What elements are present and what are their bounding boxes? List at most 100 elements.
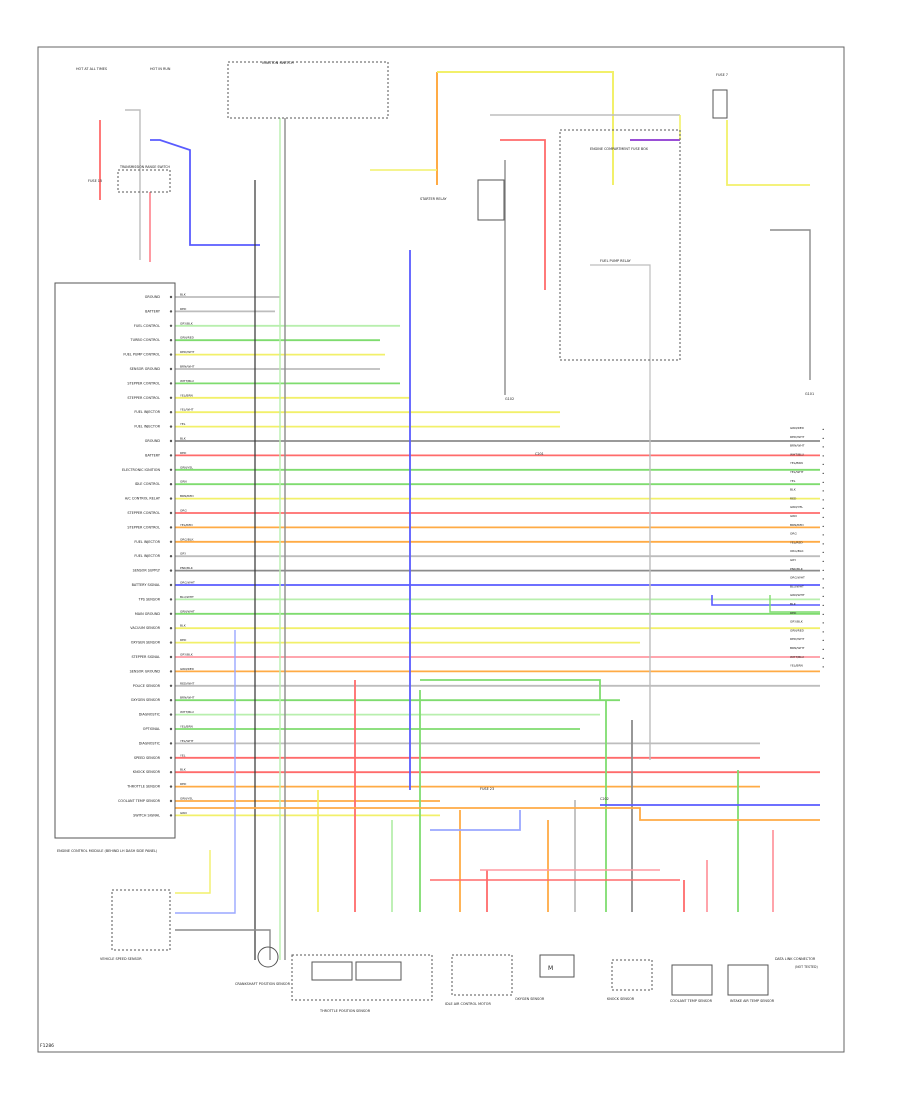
ecu-pin-label: KNOCK SENSOR (133, 770, 161, 774)
terminal-color-label: GRY/BLK (790, 620, 804, 624)
signal-wire (420, 679, 601, 700)
ecu-pin-label: STEPPER CONTROL (127, 396, 160, 400)
ecu-pin (169, 655, 173, 659)
signal-wire (430, 810, 521, 831)
terminal-color-label: GRN (790, 514, 797, 518)
wire-color-label: GRY (180, 552, 186, 556)
ecu-pin-label: STEPPER CONTROL (127, 381, 160, 385)
knock-sensor-label: KNOCK SENSOR (607, 997, 635, 1001)
connector-c201-label: C201 (535, 452, 544, 456)
terminal-color-label: RED/WHT (790, 637, 805, 641)
intake-air-temp-sensor-label: INTAKE AIR TEMP SENSOR (730, 999, 775, 1003)
wire-color-label: WHT/BLU (180, 379, 194, 383)
terminal-color-label: BLK (790, 488, 797, 492)
wire-color-label: PNK/BLK (180, 566, 194, 570)
terminal-dot: • (822, 621, 824, 626)
terminal-color-label: YEL/BRN (790, 461, 803, 465)
ecu-pin (169, 555, 173, 558)
ecu-pin-label: IDLE CONTROL (135, 482, 160, 486)
fuse-15-label: FUSE 15 (88, 179, 102, 183)
ecu-pin-label: FUEL CONTROL (134, 324, 160, 328)
terminal-dot: • (822, 506, 824, 511)
signal-wire (769, 595, 820, 613)
ecu-pin (169, 425, 173, 428)
hot-at-all-times-label: HOT AT ALL TIMES (76, 67, 107, 71)
terminal-color-label: GRN/WHT (790, 593, 805, 597)
ecu-pin-label: FUEL INJECTOR (134, 410, 160, 414)
terminal-color-label: ORG (790, 532, 797, 536)
ecu-pin-label: SENSOR GROUND (130, 669, 161, 673)
ecu-pin (169, 684, 173, 687)
throttle-position-sensor (291, 954, 433, 1001)
ecu-pin-label: GROUND (145, 439, 161, 443)
ecu-pin (169, 713, 173, 716)
ecu-pin (169, 583, 173, 587)
ecu-pin (169, 439, 173, 443)
idle-air-control-motor (451, 954, 513, 996)
ecu-pin (169, 785, 173, 788)
fuse-box-label: ENGINE COMPARTMENT FUSE BOX (590, 147, 649, 151)
terminal-dot: • (822, 665, 824, 670)
terminal-color-label: RED/WHT (790, 435, 805, 439)
wire-color-label: GRN/YEL (180, 465, 193, 469)
data-link-connector-label: DATA LINK CONNECTOR (775, 957, 816, 961)
ecu-pin (169, 771, 173, 774)
ecu-pin-label: VACUUM SENSOR (130, 626, 160, 630)
ecu-pin-label: OXYGEN SENSOR (131, 698, 161, 702)
wire-color-label: BRN/RED (180, 494, 194, 498)
engine-compartment-fuse-box (559, 129, 681, 361)
ecu-pin (169, 540, 173, 543)
ecu-pin-label: TPS SENSOR (138, 597, 161, 601)
vehicle-speed-sensor (111, 889, 171, 951)
terminal-dot: • (822, 480, 824, 485)
power-wire (437, 71, 614, 185)
ecu-pin-label: BATTERY SIGNAL (132, 583, 161, 587)
starter-relay-label: STARTER RELAY (420, 197, 448, 201)
ecu-pin (169, 727, 173, 731)
wire-color-label: YEL/BRN (180, 725, 193, 729)
ecu-pin (169, 526, 173, 529)
ecu-pin-label: SENSOR GROUND (130, 367, 161, 371)
knock-sensor (611, 959, 653, 991)
wire-color-label: YEL (180, 753, 186, 757)
wire-color-label: YEL/BRN (180, 393, 193, 397)
terminal-color-label: RED (790, 496, 797, 500)
ecu-pin-label: DIAGNOSTIC (139, 741, 161, 745)
engine-control-module (54, 282, 176, 839)
hot-in-run-label: HOT IN RUN (150, 67, 171, 71)
terminal-color-label: WHT/BLU (790, 655, 804, 659)
terminal-dot: • (822, 471, 824, 476)
ecu-pin (169, 699, 173, 702)
signal-wire (175, 807, 820, 821)
terminal-dot: • (822, 612, 824, 617)
wire-color-label: GRN/WHT (180, 609, 195, 613)
terminal-color-label: BLK (790, 602, 797, 606)
wire-color-label: GRN (180, 811, 187, 815)
terminal-dot: • (822, 568, 824, 573)
terminal-dot: • (822, 453, 824, 458)
ecu-pin (169, 411, 173, 414)
ecu-pin-label: FUEL INJECTOR (134, 425, 160, 429)
oxygen-sensor-label: OXYGEN SENSOR (515, 997, 545, 1001)
ecu-pin-label: BATTERY (145, 453, 161, 457)
component-layer (54, 61, 769, 1001)
ecu-pin-label: POLICE SENSOR (133, 684, 161, 688)
wire-color-label: BLK (180, 624, 187, 628)
terminal-dot: • (822, 647, 824, 652)
wire-color-label: RED (180, 782, 187, 786)
throttle-position-inner-2 (355, 961, 402, 981)
terminal-color-label: WHT/BLU (790, 452, 804, 456)
terminal-dot: • (822, 559, 824, 564)
wire-color-label: BLU/WHT (180, 595, 194, 599)
terminal-color-label: YEL (790, 479, 796, 483)
terminal-color-label: YEL/WHT (790, 470, 804, 474)
ecu-pin-label: STEPPER CONTROL (127, 511, 160, 515)
wire-color-label: ORG (180, 509, 187, 513)
ignition-switch-label: IGNITION SWITCH (262, 61, 294, 65)
wire-color-label: GRY/BLK (180, 653, 194, 657)
starter-relay (477, 179, 505, 221)
wire-color-label: RED (180, 451, 187, 455)
transmission-range-switch (117, 169, 171, 193)
ecu-pin (169, 382, 173, 385)
